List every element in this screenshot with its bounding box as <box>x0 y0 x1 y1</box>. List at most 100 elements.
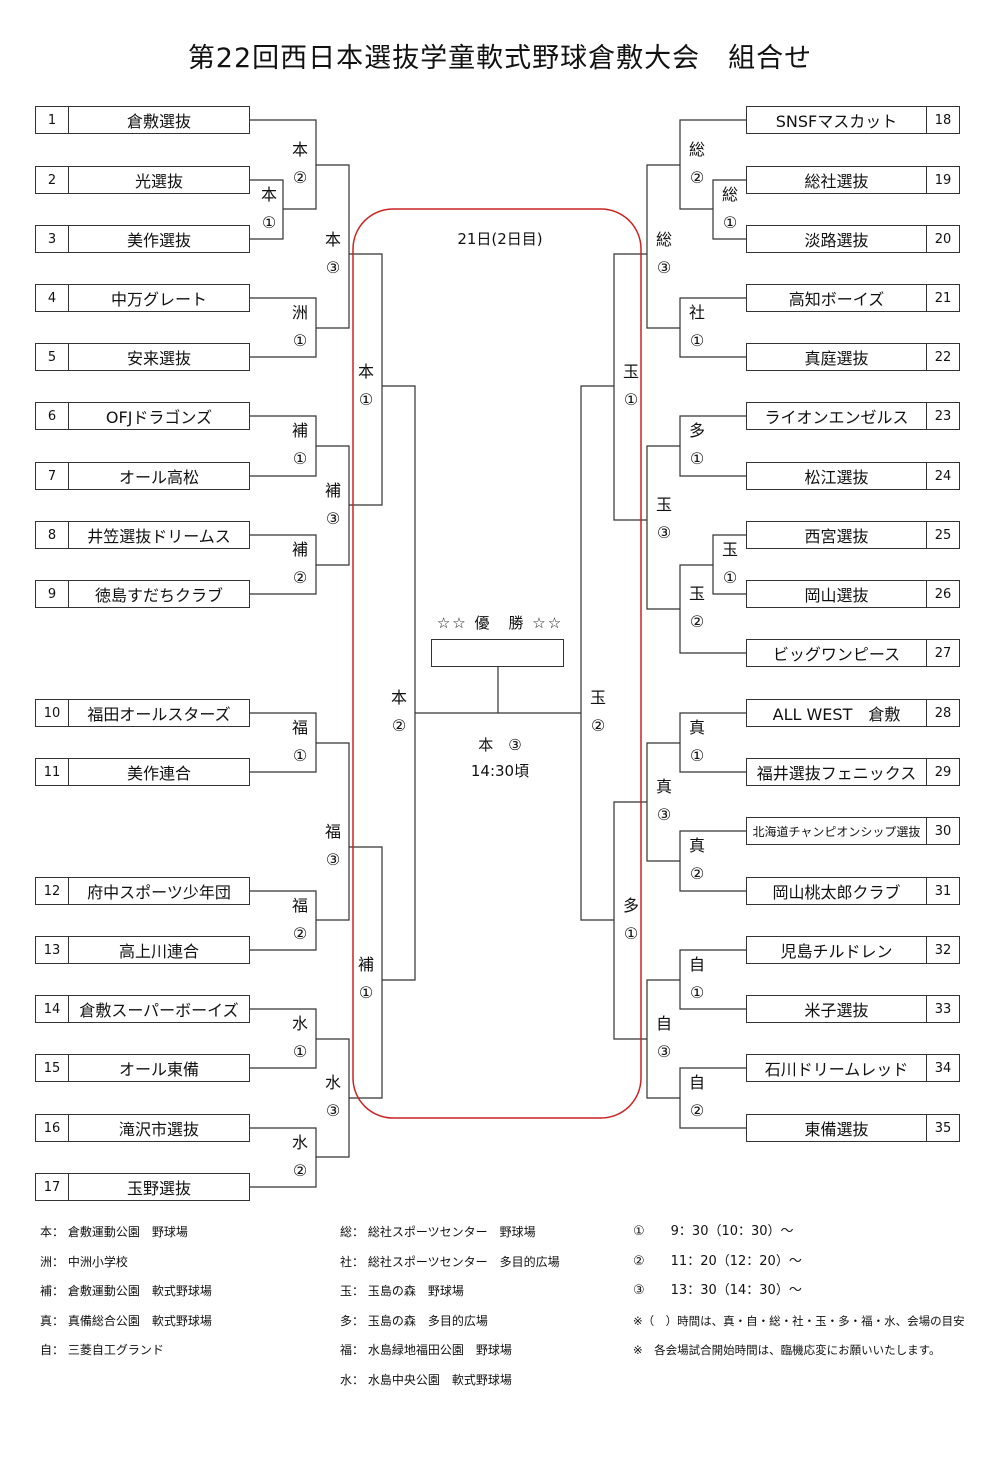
match-venue: 水 <box>291 1133 308 1152</box>
day-label: 21日(2日目) <box>457 230 543 248</box>
match-venue: 福 <box>291 718 308 737</box>
match-venue: 真 <box>688 718 705 737</box>
match-slot: ② <box>292 1161 308 1180</box>
match-slot: ③ <box>656 805 672 824</box>
team-number: 20 <box>926 226 959 252</box>
match-venue: 本 <box>291 140 308 159</box>
match-venue: 総 <box>688 140 705 159</box>
team-name: OFJドラゴンズ <box>105 408 213 427</box>
match-slot: ② <box>292 568 308 587</box>
team-row: 22 真庭選抜 <box>746 343 960 371</box>
team-name: 徳島すだちクラブ <box>94 586 223 605</box>
team-number: 29 <box>926 759 959 785</box>
team-number: 17 <box>36 1174 69 1200</box>
team-number: 3 <box>36 226 69 252</box>
team-number: 10 <box>36 700 69 726</box>
team-name: 光選抜 <box>134 172 183 191</box>
legend-item: 多： 玉島の森 多目的広場 <box>340 1313 488 1328</box>
team-number: 14 <box>36 996 69 1022</box>
team-number: 12 <box>36 878 69 904</box>
match-slot: ① <box>689 449 705 468</box>
team-name: SNSFマスカット <box>775 112 898 131</box>
match-slot: ① <box>292 1042 308 1061</box>
match-venue: 福 <box>324 822 341 841</box>
match-slot: ③ <box>656 523 672 542</box>
final-venue: 本 ③ <box>478 736 522 754</box>
team-number: 5 <box>36 344 69 370</box>
match-venue: 水 <box>291 1014 308 1033</box>
match-venue: 本 <box>357 362 374 381</box>
match-venue: 補 <box>291 421 308 440</box>
team-name: 福井選抜フェニックス <box>756 764 917 783</box>
match-venue: 玉 <box>589 688 606 707</box>
team-number: 18 <box>926 107 959 133</box>
match-slot: ② <box>391 716 407 735</box>
final-info: 本 ③ 14:30頃 <box>400 732 600 784</box>
team-name: ビッグワンピース <box>772 645 901 664</box>
legend-item: ※（ ）時間は、真・自・総・社・玉・多・福・水、会場の目安 <box>633 1313 965 1328</box>
match-venue: 水 <box>324 1073 341 1092</box>
team-name: ALL WEST 倉敷 <box>772 705 901 724</box>
match-slot: ① <box>261 213 277 232</box>
team-row: 9 徳島すだちクラブ <box>35 580 250 608</box>
legend-item: 真： 真備総合公園 軟式野球場 <box>40 1313 212 1328</box>
legend-item: 総： 総社スポーツセンター 野球場 <box>340 1225 536 1239</box>
legend-item: ② 11：20（12：20）～ <box>633 1253 802 1269</box>
match-venue: 多 <box>622 896 639 915</box>
team-row: 29 福井選抜フェニックス <box>746 758 960 786</box>
match-slot: ② <box>292 924 308 943</box>
match-venue: 社 <box>688 303 705 322</box>
team-number: 13 <box>36 937 69 963</box>
team-number: 34 <box>926 1055 959 1081</box>
team-number: 9 <box>36 581 69 607</box>
champion-box <box>431 639 564 667</box>
team-number: 4 <box>36 285 69 311</box>
team-row: 18 SNSFマスカット <box>746 106 960 134</box>
team-name: 中万グレート <box>110 290 207 309</box>
match-slot: ② <box>689 864 705 883</box>
team-number: 25 <box>926 522 959 548</box>
team-row: 4 中万グレート <box>35 284 250 312</box>
team-number: 22 <box>926 344 959 370</box>
team-name: 真庭選抜 <box>804 349 869 368</box>
team-name: 高知ボーイズ <box>788 290 885 309</box>
legend-item: 福： 水島緑地福田公園 野球場 <box>340 1343 512 1357</box>
match-slot: ② <box>689 612 705 631</box>
match-venue: 真 <box>688 836 705 855</box>
team-number: 30 <box>926 818 959 844</box>
team-name: 美作選抜 <box>126 231 191 250</box>
